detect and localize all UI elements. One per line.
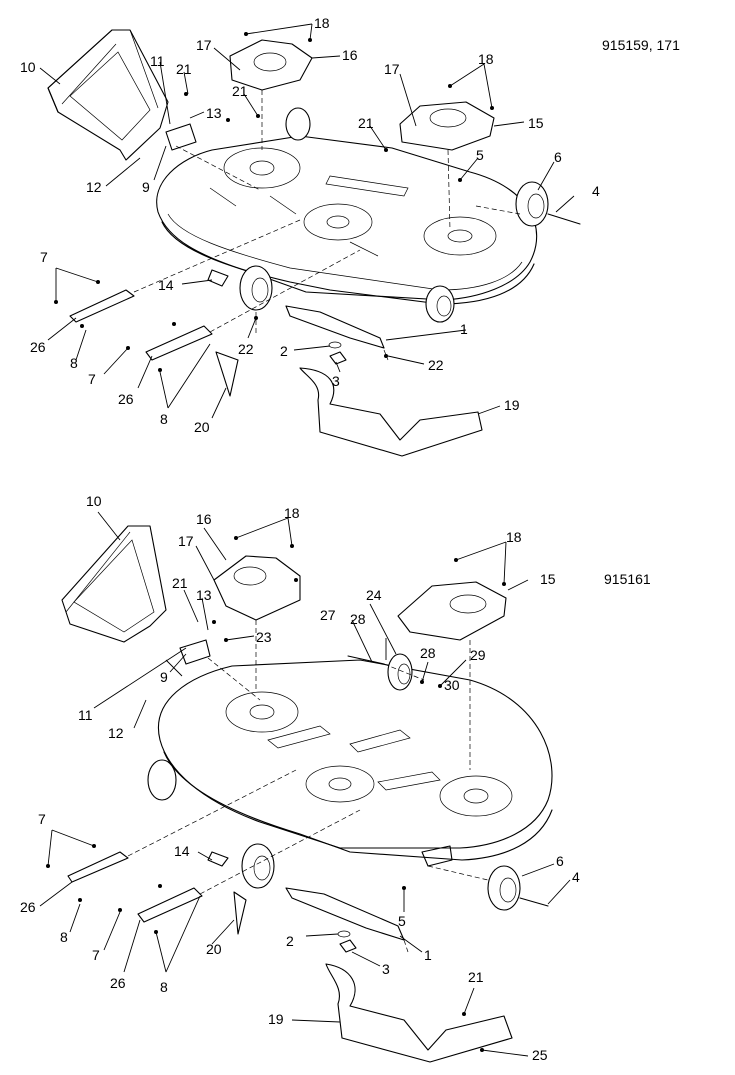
bottom-baffle [325, 963, 513, 1063]
bottom-callout: 5 [398, 913, 406, 929]
bottom-callout: 7 [38, 811, 46, 827]
bottom-callout: 21 [172, 575, 188, 591]
top-callout: 13 [206, 105, 222, 121]
bottom-blade [285, 887, 405, 953]
top-callout: 17 [196, 37, 212, 53]
top-callout: 6 [554, 149, 562, 165]
bottom-model-number: 915161 [604, 571, 651, 587]
top-callout: 7 [88, 371, 96, 387]
top-belt-cover-right [399, 101, 495, 151]
bottom-callout: 9 [160, 669, 168, 685]
top-callout: 26 [30, 339, 46, 355]
bottom-callout: 28 [350, 611, 366, 627]
bottom-callout: 10 [86, 493, 102, 509]
top-deck-brackets [69, 123, 239, 397]
top-belt-cover-left [229, 39, 313, 91]
top-callout: 18 [478, 51, 494, 67]
bottom-callout-numbers: 10 16 18 18 17 13 21 15 24 27 28 23 28 2… [20, 493, 580, 1063]
bottom-callout: 17 [178, 533, 194, 549]
top-leaders [39, 23, 575, 419]
top-callout: 22 [428, 357, 444, 373]
bottom-callout: 3 [382, 961, 390, 977]
bottom-callout: 12 [108, 725, 124, 741]
top-discharge-chute [47, 29, 169, 161]
bottom-callout: 30 [444, 677, 460, 693]
top-callout: 14 [158, 277, 174, 293]
bottom-callout: 6 [556, 853, 564, 869]
bottom-belt-cover-left [213, 555, 301, 621]
bottom-callout: 8 [60, 929, 68, 945]
bottom-gauge-wheels [147, 653, 549, 911]
bottom-alignment-lines [127, 620, 489, 953]
bottom-callout: 2 [286, 933, 294, 949]
bottom-callout: 29 [470, 647, 486, 663]
top-callout: 2 [280, 343, 288, 359]
top-callout: 15 [528, 115, 544, 131]
bottom-callout: 1 [424, 947, 432, 963]
top-callout: 5 [476, 147, 484, 163]
bottom-callout: 27 [320, 607, 336, 623]
top-mower-deck [156, 135, 538, 305]
bottom-callout: 24 [366, 587, 382, 603]
top-callout: 7 [40, 249, 48, 265]
top-callout: 22 [238, 341, 254, 357]
top-callout: 16 [342, 47, 358, 63]
top-callout: 11 [150, 53, 165, 69]
top-callout: 4 [592, 183, 600, 199]
bottom-callout: 18 [506, 529, 522, 545]
bottom-callout: 14 [174, 843, 190, 859]
top-callout: 19 [504, 397, 520, 413]
bottom-belt-cover-right [397, 581, 507, 641]
top-callout: 8 [70, 355, 78, 371]
top-model-number: 915159, 171 [602, 37, 680, 53]
top-callout: 10 [20, 59, 36, 75]
top-callout-numbers: 18 17 16 10 11 21 21 13 18 17 15 21 5 6 … [20, 15, 600, 435]
bottom-callout: 23 [256, 629, 272, 645]
top-gauge-wheels [239, 107, 581, 323]
bottom-callout: 19 [268, 1011, 284, 1027]
bottom-mower-deck [157, 659, 553, 861]
bottom-callout: 16 [196, 511, 212, 527]
bottom-exploded-view: 9 15 16 1 [20, 493, 651, 1063]
bottom-callout: 8 [160, 979, 168, 995]
top-callout: 26 [118, 391, 134, 407]
top-hardware [54, 32, 494, 372]
top-callout: 3 [332, 373, 340, 389]
bottom-callout: 13 [196, 587, 212, 603]
top-callout: 21 [176, 61, 192, 77]
top-callout: 9 [142, 179, 150, 195]
top-baffle [299, 367, 483, 457]
bottom-callout: 26 [110, 975, 126, 991]
bottom-callout: 18 [284, 505, 300, 521]
bottom-callout: 25 [532, 1047, 548, 1063]
top-callout: 21 [232, 83, 248, 99]
top-exploded-view: 915159, 171 [20, 15, 680, 457]
top-callout: 1 [460, 321, 468, 337]
bottom-callout: 21 [468, 969, 484, 985]
bottom-callout: 20 [206, 941, 222, 957]
bottom-discharge-chute [61, 525, 167, 643]
bottom-callout: 11 [78, 707, 93, 723]
top-callout: 21 [358, 115, 374, 131]
bottom-callout: 4 [572, 869, 580, 885]
bottom-callout: 26 [20, 899, 36, 915]
bottom-callout: 28 [420, 645, 436, 661]
top-alignment-lines [133, 90, 521, 361]
top-callout: 8 [160, 411, 168, 427]
bottom-leaders [39, 511, 571, 1057]
top-callout: 18 [314, 15, 330, 31]
top-blade [285, 305, 385, 365]
top-callout: 12 [86, 179, 102, 195]
top-callout: 20 [194, 419, 210, 435]
bottom-callout: 7 [92, 947, 100, 963]
bottom-callout: 15 [540, 571, 556, 587]
top-callout: 17 [384, 61, 400, 77]
bottom-deck-brackets [67, 639, 453, 935]
